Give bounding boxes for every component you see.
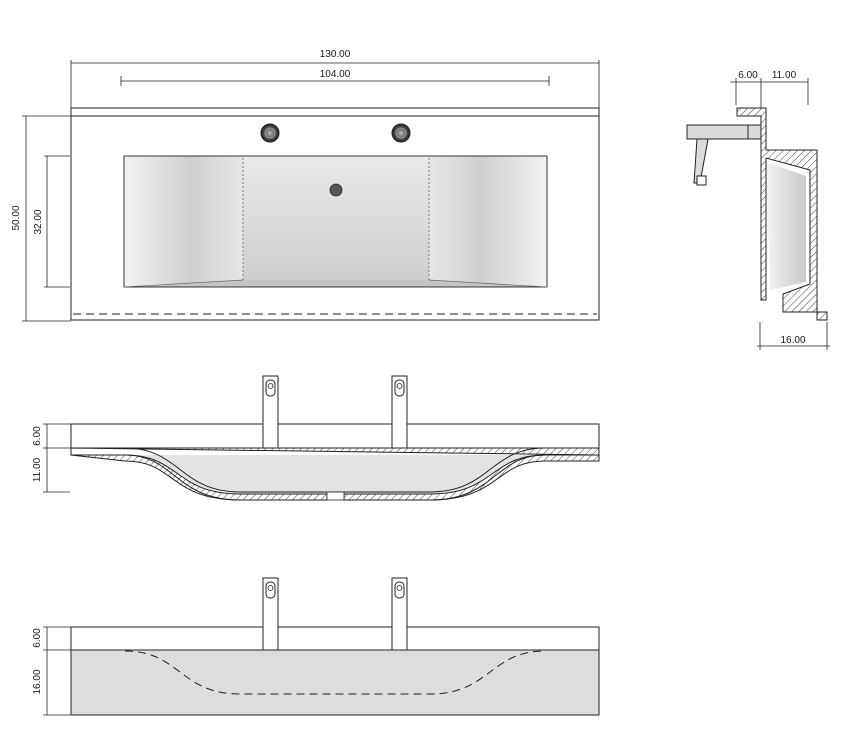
bowl-plan [123,155,548,288]
front-faucet-right [391,375,408,449]
rear-faucet-left [262,577,279,651]
rear-faucet-right [391,577,408,651]
dim-bowl-width-label: 104.00 [320,69,351,80]
dim-rear-top-thickness: 6.00 [32,626,71,651]
dim-side-top-offset-label: 6.00 [738,70,758,81]
side-bowl-shading [766,162,806,290]
dim-bowl-depth-label: 32.00 [33,209,44,234]
side-view: 6.00 11.00 16.00 [686,70,830,350]
dim-side-bottom: 16.00 [757,322,830,350]
dim-overall-width: 130.00 [70,49,600,108]
dim-bowl-depth: 32.00 [33,155,70,288]
tap-hole-right [391,123,411,143]
front-bowl-interior [125,455,545,494]
dim-rear-body-height-label: 16.00 [32,669,43,694]
front-drain-opening [326,491,345,501]
plan-view: 130.00 104.00 50.00 32.00 [11,49,600,322]
rear-bowl-hidden-line [124,650,546,695]
rear-elevation-view: 6.00 16.00 [32,577,600,716]
rear-body [70,649,600,716]
tap-hole-left [260,123,280,143]
front-faucet-left [262,375,279,449]
dim-bowl-width: 104.00 [120,69,550,86]
dim-rear-top-thickness-label: 6.00 [32,628,43,648]
dim-front-bowl-depth: 11.00 [32,448,70,493]
front-top-slab [70,423,600,449]
side-section-hatched [736,107,828,321]
front-section-view: 6.00 11.00 [32,375,600,501]
dim-side-bottom-width-label: 16.00 [780,335,805,346]
dim-front-bowl-depth-label: 11.00 [32,457,43,482]
dim-overall-depth-label: 50.00 [11,205,22,230]
dim-overall-width-label: 130.00 [320,49,351,60]
dim-side-top: 6.00 11.00 [730,70,809,108]
dim-overall-depth: 50.00 [11,115,71,322]
dim-front-top-thickness: 6.00 [32,423,71,449]
side-faucet [686,124,762,186]
dim-side-depth-label: 11.00 [772,70,797,81]
drain-icon [329,183,343,197]
dim-front-top-thickness-label: 6.00 [32,426,43,446]
rear-top-slab [70,626,600,651]
dim-rear-body-height: 16.00 [32,650,71,716]
